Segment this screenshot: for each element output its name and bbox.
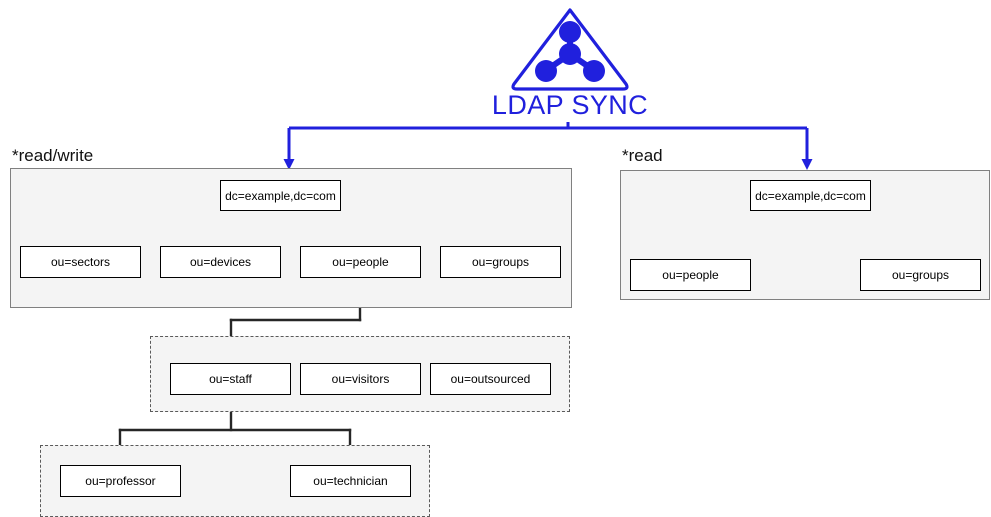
ldap-sync-logo: LDAP SYNC	[490, 2, 650, 122]
node-ou-people[interactable]: ou=people	[300, 246, 421, 278]
zone-label-read: *read	[622, 146, 663, 165]
node-ou-groups[interactable]: ou=groups	[440, 246, 561, 278]
node-ou-staff[interactable]: ou=staff	[170, 363, 291, 395]
node-ou-sectors[interactable]: ou=sectors	[20, 246, 141, 278]
sync-arrow-right	[801, 159, 813, 170]
node-left-root[interactable]: dc=example,dc=com	[220, 180, 341, 211]
sync-bus-blue	[287, 122, 809, 163]
node-ou-technician[interactable]: ou=technician	[290, 465, 411, 497]
network-nodes-triangle-icon	[511, 8, 629, 91]
node-right-ou-groups[interactable]: ou=groups	[860, 259, 981, 291]
logo-title: LDAP SYNC	[491, 90, 649, 120]
node-ou-outsourced[interactable]: ou=outsourced	[430, 363, 551, 395]
zone-label-read-write: *read/write	[12, 146, 94, 165]
node-right-root[interactable]: dc=example,dc=com	[750, 180, 871, 211]
node-ou-professor[interactable]: ou=professor	[60, 465, 181, 497]
node-right-ou-people[interactable]: ou=people	[630, 259, 751, 291]
node-ou-visitors[interactable]: ou=visitors	[300, 363, 421, 395]
node-ou-devices[interactable]: ou=devices	[160, 246, 281, 278]
